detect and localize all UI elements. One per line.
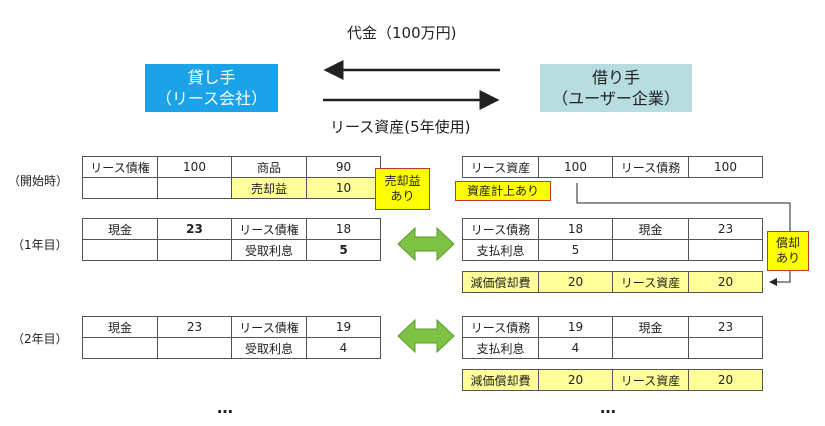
lessor-journal-year2: 現金 23 リース債権 19 受取利息 4 (82, 316, 381, 359)
table-row: 受取利息 4 (82, 337, 381, 359)
asset-label: リース資産(5年使用) (330, 118, 471, 136)
depreciation-connector-lower (769, 270, 791, 286)
debit-account: 支払利息 (462, 239, 539, 261)
debit-account (82, 177, 158, 199)
lessor-journal-start: リース債権 100 商品 90 売却益 10 (82, 156, 381, 199)
lessee-subtitle: （ユーザー企業） (552, 89, 680, 108)
table-row: リース資産 100 リース債務 100 (462, 156, 763, 178)
debit-account: リース債務 (462, 316, 539, 338)
debit-amount: 20 (538, 369, 613, 391)
debit-amount (157, 177, 232, 199)
lessee-title: 借り手 (591, 68, 640, 87)
debit-account: 支払利息 (462, 337, 539, 359)
credit-account: リース資産 (612, 369, 689, 391)
debit-amount: 100 (157, 156, 232, 178)
credit-account: リース資産 (612, 271, 689, 293)
credit-account: リース債務 (612, 156, 689, 178)
credit-amount: 5 (306, 239, 381, 261)
debit-account (82, 239, 158, 261)
dep-tag-line2: あり (775, 251, 800, 265)
credit-account: リース債権 (231, 218, 307, 240)
debit-amount: 5 (538, 239, 613, 261)
debit-account: 現金 (82, 316, 158, 338)
debit-account: リース資産 (462, 156, 539, 178)
table-row: 受取利息 5 (82, 239, 381, 261)
credit-account: 受取利息 (231, 337, 307, 359)
lessee-journal-start: リース資産 100 リース債務 100 (462, 156, 763, 178)
credit-amount: 19 (306, 316, 381, 338)
debit-amount: 18 (538, 218, 613, 240)
lessor-box: 貸し手 （リース会社） (145, 64, 278, 112)
credit-amount: 23 (688, 316, 763, 338)
asset-recorded-tag: 資産計上あり (455, 181, 551, 201)
debit-account: リース債務 (462, 218, 539, 240)
lessee-depreciation-year2: 減価償却費 20 リース資産 20 (462, 369, 763, 391)
table-row: リース債務 19 現金 23 (462, 316, 763, 338)
debit-amount: 20 (538, 271, 613, 293)
credit-account (612, 239, 689, 261)
row-label-year2: （2年目） (12, 332, 68, 346)
asset-recorded-text: 資産計上あり (466, 183, 539, 198)
debit-amount: 23 (157, 218, 232, 240)
debit-amount (157, 239, 232, 261)
credit-account: リース債権 (231, 316, 307, 338)
gain-tag-line2: あり (390, 189, 415, 203)
depreciation-connector (576, 183, 791, 232)
dep-tag-line1: 償却 (775, 236, 800, 250)
row-label-start: （開始時） (8, 174, 69, 188)
table-row: 減価償却費 20 リース資産 20 (462, 369, 763, 391)
double-arrow-year1 (397, 226, 455, 262)
table-row: 現金 23 リース債権 18 (82, 218, 381, 240)
credit-amount: 90 (306, 156, 381, 178)
credit-account: 現金 (612, 218, 689, 240)
debit-amount: 100 (538, 156, 613, 178)
lessee-box: 借り手 （ユーザー企業） (540, 64, 692, 112)
debit-account: 減価償却費 (462, 271, 539, 293)
row-label-year1: （1年目） (12, 238, 68, 252)
credit-account: 受取利息 (231, 239, 307, 261)
credit-amount (688, 337, 763, 359)
table-row: 減価償却費 20 リース資産 20 (462, 271, 763, 293)
table-row: リース債権 100 商品 90 (82, 156, 381, 178)
debit-amount: 4 (538, 337, 613, 359)
credit-account (612, 337, 689, 359)
lessee-ellipsis: … (600, 398, 617, 417)
gain-tag-line1: 売却益 (384, 174, 421, 188)
credit-amount: 23 (688, 218, 763, 240)
price-label: 代金（100万円) (347, 24, 457, 42)
credit-amount: 100 (688, 156, 763, 178)
table-row: リース債務 18 現金 23 (462, 218, 763, 240)
credit-account: 商品 (231, 156, 307, 178)
credit-amount: 4 (306, 337, 381, 359)
debit-amount: 19 (538, 316, 613, 338)
lessor-title: 貸し手 (187, 68, 236, 87)
table-row: 現金 23 リース債権 19 (82, 316, 381, 338)
credit-amount (688, 239, 763, 261)
debit-amount: 23 (157, 316, 232, 338)
credit-account: 現金 (612, 316, 689, 338)
debit-account (82, 337, 158, 359)
double-arrow-year2 (397, 318, 455, 354)
credit-account: 売却益 (231, 177, 307, 199)
credit-amount: 20 (688, 271, 763, 293)
table-row: 売却益 10 (82, 177, 381, 199)
credit-amount: 10 (306, 177, 381, 199)
depreciation-tag: 償却 あり (767, 231, 809, 271)
lessee-journal-year1: リース債務 18 現金 23 支払利息 5 (462, 218, 763, 261)
credit-amount: 18 (306, 218, 381, 240)
lessee-depreciation-year1: 減価償却費 20 リース資産 20 (462, 271, 763, 293)
debit-amount (157, 337, 232, 359)
table-row: 支払利息 4 (462, 337, 763, 359)
lessor-subtitle: （リース会社） (155, 89, 268, 108)
debit-account: 減価償却費 (462, 369, 539, 391)
gain-on-sale-tag: 売却益 あり (375, 168, 430, 210)
debit-account: 現金 (82, 218, 158, 240)
debit-account: リース債権 (82, 156, 158, 178)
lessor-ellipsis: … (217, 398, 234, 417)
lessee-journal-year2: リース債務 19 現金 23 支払利息 4 (462, 316, 763, 359)
lessor-journal-year1: 現金 23 リース債権 18 受取利息 5 (82, 218, 381, 261)
credit-amount: 20 (688, 369, 763, 391)
table-row: 支払利息 5 (462, 239, 763, 261)
